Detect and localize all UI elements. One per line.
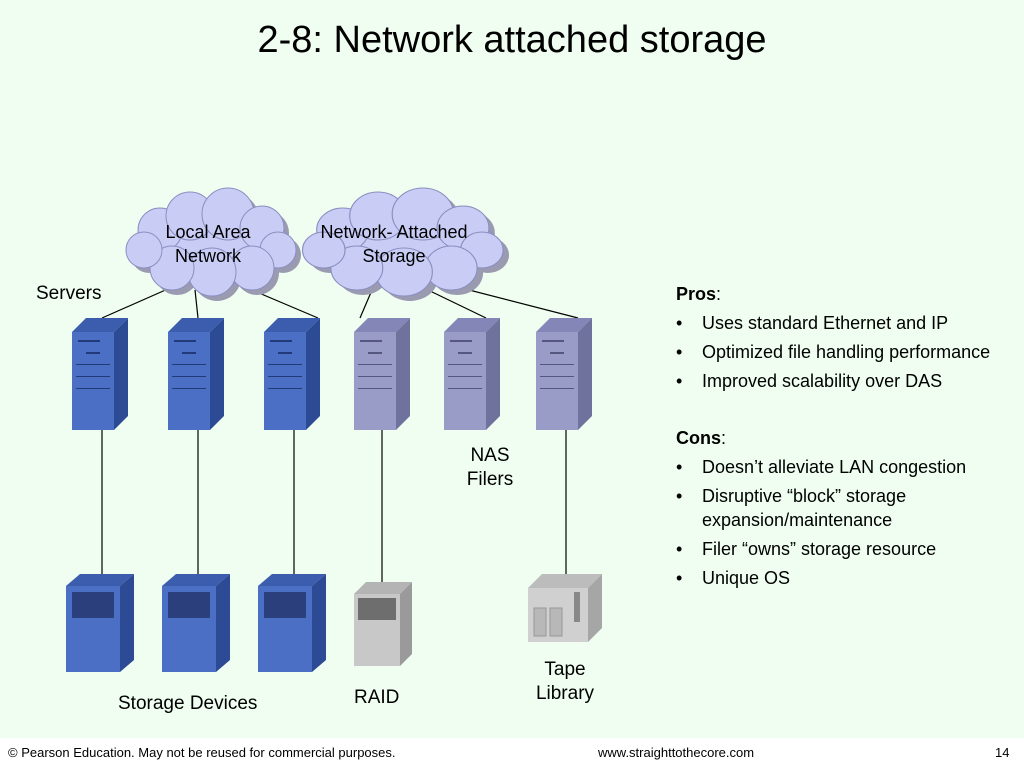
nas-filer-icon (536, 318, 592, 430)
copyright-text: © Pearson Education. May not be reused f… (8, 745, 396, 760)
nas-filers-line2: Filers (466, 469, 514, 490)
list-item: •Unique OS (676, 568, 791, 588)
list-item: •Optimized file handling performance (676, 342, 991, 362)
lan-cloud-line2: Network (174, 246, 241, 266)
storage-connection-lines (101, 430, 567, 584)
page-number: 14 (995, 745, 1010, 760)
lan-cloud-label: Local Area Network (142, 220, 274, 268)
tape-library-icon (528, 574, 602, 642)
server-icon (72, 318, 128, 430)
servers-label: Servers (36, 283, 102, 304)
tape-library-label: Tape Library (525, 658, 605, 706)
website-text: www.straighttothecore.com (598, 745, 755, 760)
list-item: •Uses standard Ethernet and IP (676, 313, 949, 333)
slide-title: 2-8: Network attached storage (257, 19, 767, 61)
nas-filer-icon (354, 318, 410, 430)
lan-cloud-line1: Local Area (165, 222, 251, 242)
nas-cloud-line2: Storage (362, 246, 426, 266)
slide-footer: © Pearson Education. May not be reused f… (0, 738, 1024, 768)
list-item: •Disruptive “block” storage expansion/ma… (676, 486, 907, 530)
storage-devices-label: Storage Devices (118, 693, 258, 714)
tape-library-line2: Library (535, 683, 595, 704)
storage-device-icon (258, 574, 326, 672)
nas-filers-label: NAS Filers (450, 444, 530, 492)
nas-filers-line1: NAS (470, 445, 510, 466)
cons-heading: Cons: (676, 428, 727, 448)
tape-library-line1: Tape (544, 659, 586, 680)
storage-device-icon (162, 574, 230, 672)
server-icon (264, 318, 320, 430)
list-item: •Filer “owns” storage resource (676, 539, 937, 559)
raid-label: RAID (354, 687, 400, 708)
nas-cloud-line1: Network- Attached (320, 222, 468, 242)
nas-diagram (66, 187, 602, 672)
list-item: •Doesn’t alleviate LAN congestion (676, 457, 967, 477)
raid-icon (354, 582, 412, 666)
server-icon (168, 318, 224, 430)
pros-cons-panel: Pros: •Uses standard Ethernet and IP •Op… (676, 282, 1016, 595)
storage-device-icon (66, 574, 134, 672)
cons-list: •Doesn’t alleviate LAN congestion •Disru… (676, 455, 1016, 590)
nas-cloud-label: Network- Attached Storage (300, 220, 488, 268)
pros-heading: Pros: (676, 284, 722, 304)
nas-filer-icon (444, 318, 500, 430)
list-item: •Improved scalability over DAS (676, 371, 943, 391)
pros-list: •Uses standard Ethernet and IP •Optimize… (676, 311, 1016, 393)
